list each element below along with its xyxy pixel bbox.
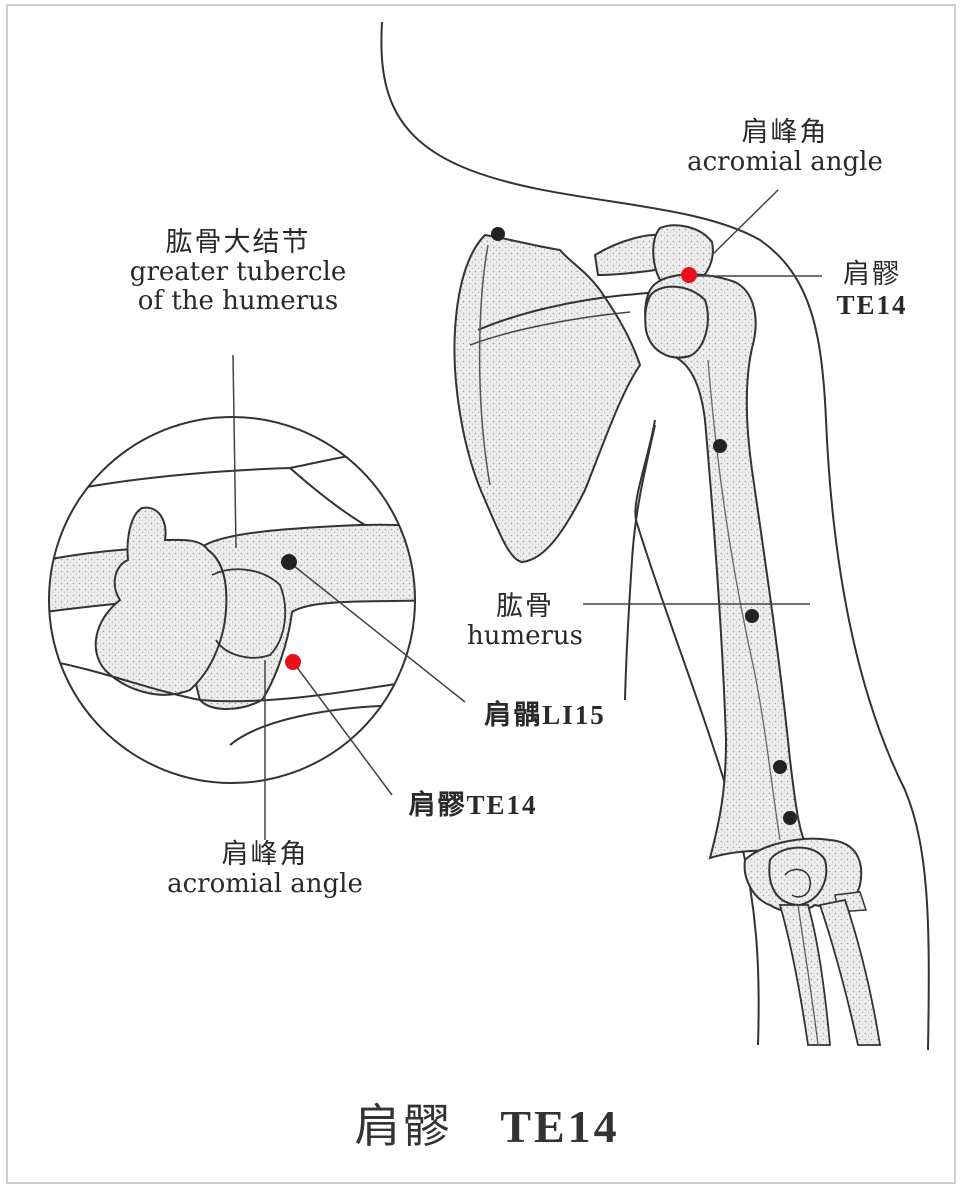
label-humerus-en: humerus	[466, 621, 584, 652]
label-greater-tubercle: 肱骨大结节 greater tubercle of the humerus	[98, 227, 378, 317]
figure-title-zh: 肩髎	[354, 1099, 453, 1153]
humerus-head	[644, 285, 709, 359]
label-acromial-angle-top: 肩峰角 acromial angle	[660, 117, 910, 178]
point-li15-inset	[281, 554, 297, 570]
label-acromial-angle-top-en: acromial angle	[687, 147, 883, 178]
label-acromial-angle-bottom-zh: 肩峰角	[221, 839, 309, 870]
label-te14-inset: 肩髎TE14	[378, 790, 568, 820]
acromion	[652, 224, 714, 288]
forearm-bone-line	[797, 904, 819, 1046]
label-li15: 肩髃LI15	[455, 700, 635, 730]
point-te14-inset	[285, 654, 301, 670]
point-te14-main	[681, 267, 697, 283]
label-greater-tubercle-zh: 肱骨大结节	[165, 227, 311, 258]
point-black-arm-3	[773, 760, 787, 774]
leader-greater-tubercle	[232, 354, 237, 549]
body-contour-inner	[634, 419, 760, 1046]
inset-circle	[48, 416, 416, 784]
label-li15-text: 肩髃LI15	[484, 700, 606, 730]
point-black-arm-4	[783, 811, 797, 825]
figure-title: 肩髎 TE14	[0, 1090, 974, 1156]
leader-li15	[288, 561, 466, 703]
scapula-spine-lower	[469, 311, 631, 346]
label-acromial-angle-bottom-en: acromial angle	[167, 869, 363, 900]
figure-title-code: TE14	[500, 1101, 620, 1152]
label-humerus-zh: 肱骨	[496, 591, 554, 622]
body-contour-outer	[380, 21, 930, 1051]
olecranon-inner	[784, 868, 811, 898]
label-acromial-angle-top-zh: 肩峰角	[741, 117, 829, 148]
leader-te14-inset	[292, 661, 393, 796]
olecranon	[768, 846, 828, 907]
label-te14-right-code: TE14	[836, 290, 908, 321]
label-te14-right: 肩髎 TE14	[812, 259, 932, 321]
label-acromial-angle-bottom: 肩峰角 acromial angle	[140, 839, 390, 900]
torso-edge-line	[624, 424, 656, 701]
radius	[818, 898, 882, 1046]
leader-acromial-angle-top	[711, 189, 779, 256]
label-greater-tubercle-en2: of the humerus	[137, 286, 339, 317]
point-black-arm-2	[745, 609, 759, 623]
scapula-border-inner	[478, 244, 491, 486]
label-te14-right-zh: 肩髎	[843, 259, 901, 290]
label-te14-inset-text: 肩髎TE14	[408, 790, 538, 820]
label-greater-tubercle-en1: greater tubercle	[129, 257, 347, 288]
ulna	[778, 904, 831, 1046]
point-black-scapula	[491, 227, 505, 241]
inset-content	[49, 417, 415, 783]
point-black-arm-1	[713, 439, 727, 453]
label-humerus: 肱骨 humerus	[440, 591, 610, 652]
